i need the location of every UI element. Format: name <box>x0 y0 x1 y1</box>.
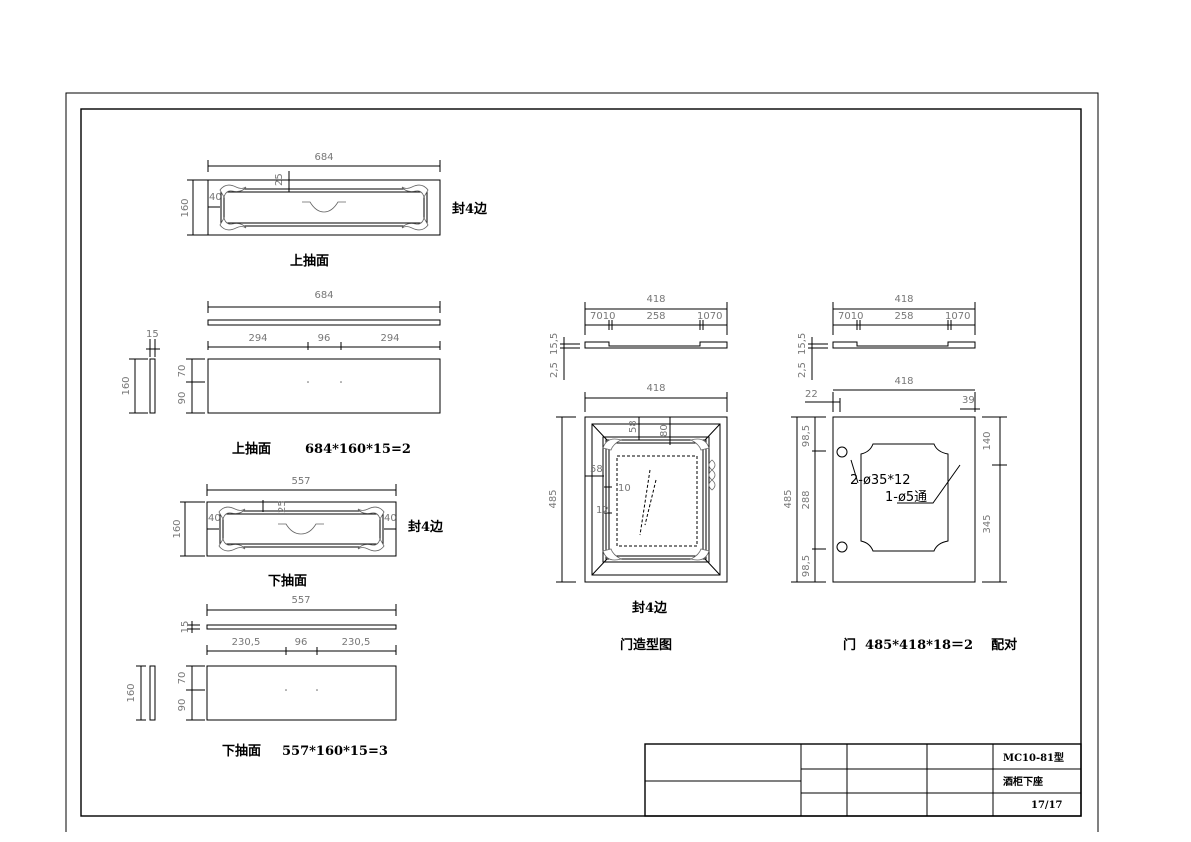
width-dim: 557 <box>291 595 310 606</box>
inner-dim: 12 <box>596 505 609 516</box>
hinge-hole-icon <box>836 446 848 458</box>
spec: 684*160*15=2 <box>305 442 411 457</box>
profile-segment: 7010 <box>838 311 863 322</box>
profile-depth: 15,5 <box>797 333 808 355</box>
title-block: MC10-81型 酒柜下座 17/17 <box>644 743 1082 817</box>
width-dim: 557 <box>291 476 310 487</box>
handle-icon <box>302 201 346 213</box>
caption: 门 485*418*18＝2 配对 <box>843 637 1017 653</box>
hole-note: 1-ø5通 <box>885 490 927 505</box>
panel-outline <box>206 665 397 721</box>
door-profile <box>832 341 976 349</box>
top-offset-dim: 25 <box>274 173 285 186</box>
hole-dim: 230,5 <box>342 637 371 648</box>
inner-dim: 58 <box>628 420 639 433</box>
hinge-offset-dim: 22 <box>805 389 818 400</box>
sheet-number: 17/17 <box>1031 800 1063 811</box>
thickness-dim: 15 <box>180 621 191 634</box>
caption: 下抽面 <box>222 743 261 759</box>
inner-dim: 10 <box>618 483 631 494</box>
hole-offset-dim: 39 <box>962 395 975 406</box>
top-offset-dim: 25 <box>277 500 288 513</box>
hinge-hole-icon <box>836 541 848 553</box>
top-drawer-front-view: 684 160 25 40 封4边 上抽面 <box>180 152 488 269</box>
width-dim: 418 <box>894 376 913 387</box>
edge-note: 封4边 <box>452 201 488 217</box>
bottom-drawer-front-view: 557 160 25 40 40 封4边 下抽面 <box>172 476 444 589</box>
profile-segment: 1070 <box>697 311 722 322</box>
caption: 下抽面 <box>268 573 307 589</box>
hinge-note: 2-ø35*12 <box>850 473 911 488</box>
caption: 上抽面 <box>232 441 271 457</box>
width-dim: 684 <box>314 290 333 301</box>
glass-outline <box>616 455 698 547</box>
hole-dim: 96 <box>295 637 308 648</box>
inner-dim: 80 <box>659 424 670 437</box>
corner-ornament <box>219 184 429 231</box>
inner-dim: 58 <box>590 464 603 475</box>
left-dim: 98,5 <box>801 425 812 447</box>
side-offset-dim: 40 <box>209 192 222 203</box>
lower-dim: 90 <box>177 699 188 712</box>
profile-depth: 2,5 <box>549 362 560 378</box>
hole-dim: 294 <box>248 333 267 344</box>
panel-outline <box>207 358 441 414</box>
side-ornament <box>708 459 716 491</box>
upper-dim: 70 <box>177 365 188 378</box>
left-offset-dim: 40 <box>208 513 221 524</box>
hole-dim: 230,5 <box>232 637 261 648</box>
drawing-name: 酒柜下座 <box>1003 775 1043 788</box>
bottom-drawer-panel-view: 557 15 230,5 96 230,5 70 90 160 下抽面 557*… <box>126 595 397 759</box>
profile-width-dim: 418 <box>894 294 913 305</box>
top-drawer-panel-view: 684 294 96 294 70 90 160 15 上抽面 684*160*… <box>121 290 441 457</box>
height-dim: 160 <box>121 376 132 395</box>
profile-segment: 258 <box>646 311 665 322</box>
edge-note: 封4边 <box>632 600 668 616</box>
height-dim: 160 <box>180 198 191 217</box>
outer-border <box>65 92 1099 832</box>
hole-dim: 96 <box>318 333 331 344</box>
right-dim: 140 <box>982 431 993 450</box>
profile-depth: 2,5 <box>797 362 808 378</box>
profile-depth: 15,5 <box>549 333 560 355</box>
thickness-dim: 15 <box>146 329 159 340</box>
edge-note: 封4边 <box>408 519 444 535</box>
glass-cutout <box>860 443 949 552</box>
width-dim: 684 <box>314 152 333 163</box>
profile-segment: 258 <box>894 311 913 322</box>
corner-ornament <box>602 438 710 561</box>
profile-segment: 1070 <box>945 311 970 322</box>
door-profile <box>584 341 728 349</box>
height-dim: 485 <box>548 489 559 508</box>
spec: 557*160*15=3 <box>282 744 388 759</box>
profile-width-dim: 418 <box>646 294 665 305</box>
right-offset-dim: 40 <box>384 513 397 524</box>
door-outline <box>584 416 728 583</box>
height-dim: 485 <box>783 489 794 508</box>
caption: 门造型图 <box>620 637 672 653</box>
lower-dim: 90 <box>177 392 188 405</box>
door-style-view: 418 7010 258 1070 2,5 15,5 418 485 58 80… <box>548 294 728 653</box>
handle-icon <box>278 523 324 535</box>
left-dim: 288 <box>801 490 812 509</box>
height-dim: 160 <box>172 519 183 538</box>
left-dim: 98,5 <box>801 555 812 577</box>
profile-segment: 7010 <box>590 311 615 322</box>
model-number: MC10-81型 <box>1003 751 1064 764</box>
corner-ornament <box>218 506 385 552</box>
door-view: 418 7010 258 1070 2,5 15,5 418 22 39 485… <box>783 294 1017 653</box>
width-dim: 418 <box>646 383 665 394</box>
upper-dim: 70 <box>177 672 188 685</box>
right-dim: 345 <box>982 514 993 533</box>
door-outline <box>832 416 976 583</box>
inner-border <box>80 108 1082 817</box>
hole-dim: 294 <box>380 333 399 344</box>
glass-hatch <box>639 469 657 536</box>
caption: 上抽面 <box>290 253 329 269</box>
height-dim: 160 <box>126 683 137 702</box>
